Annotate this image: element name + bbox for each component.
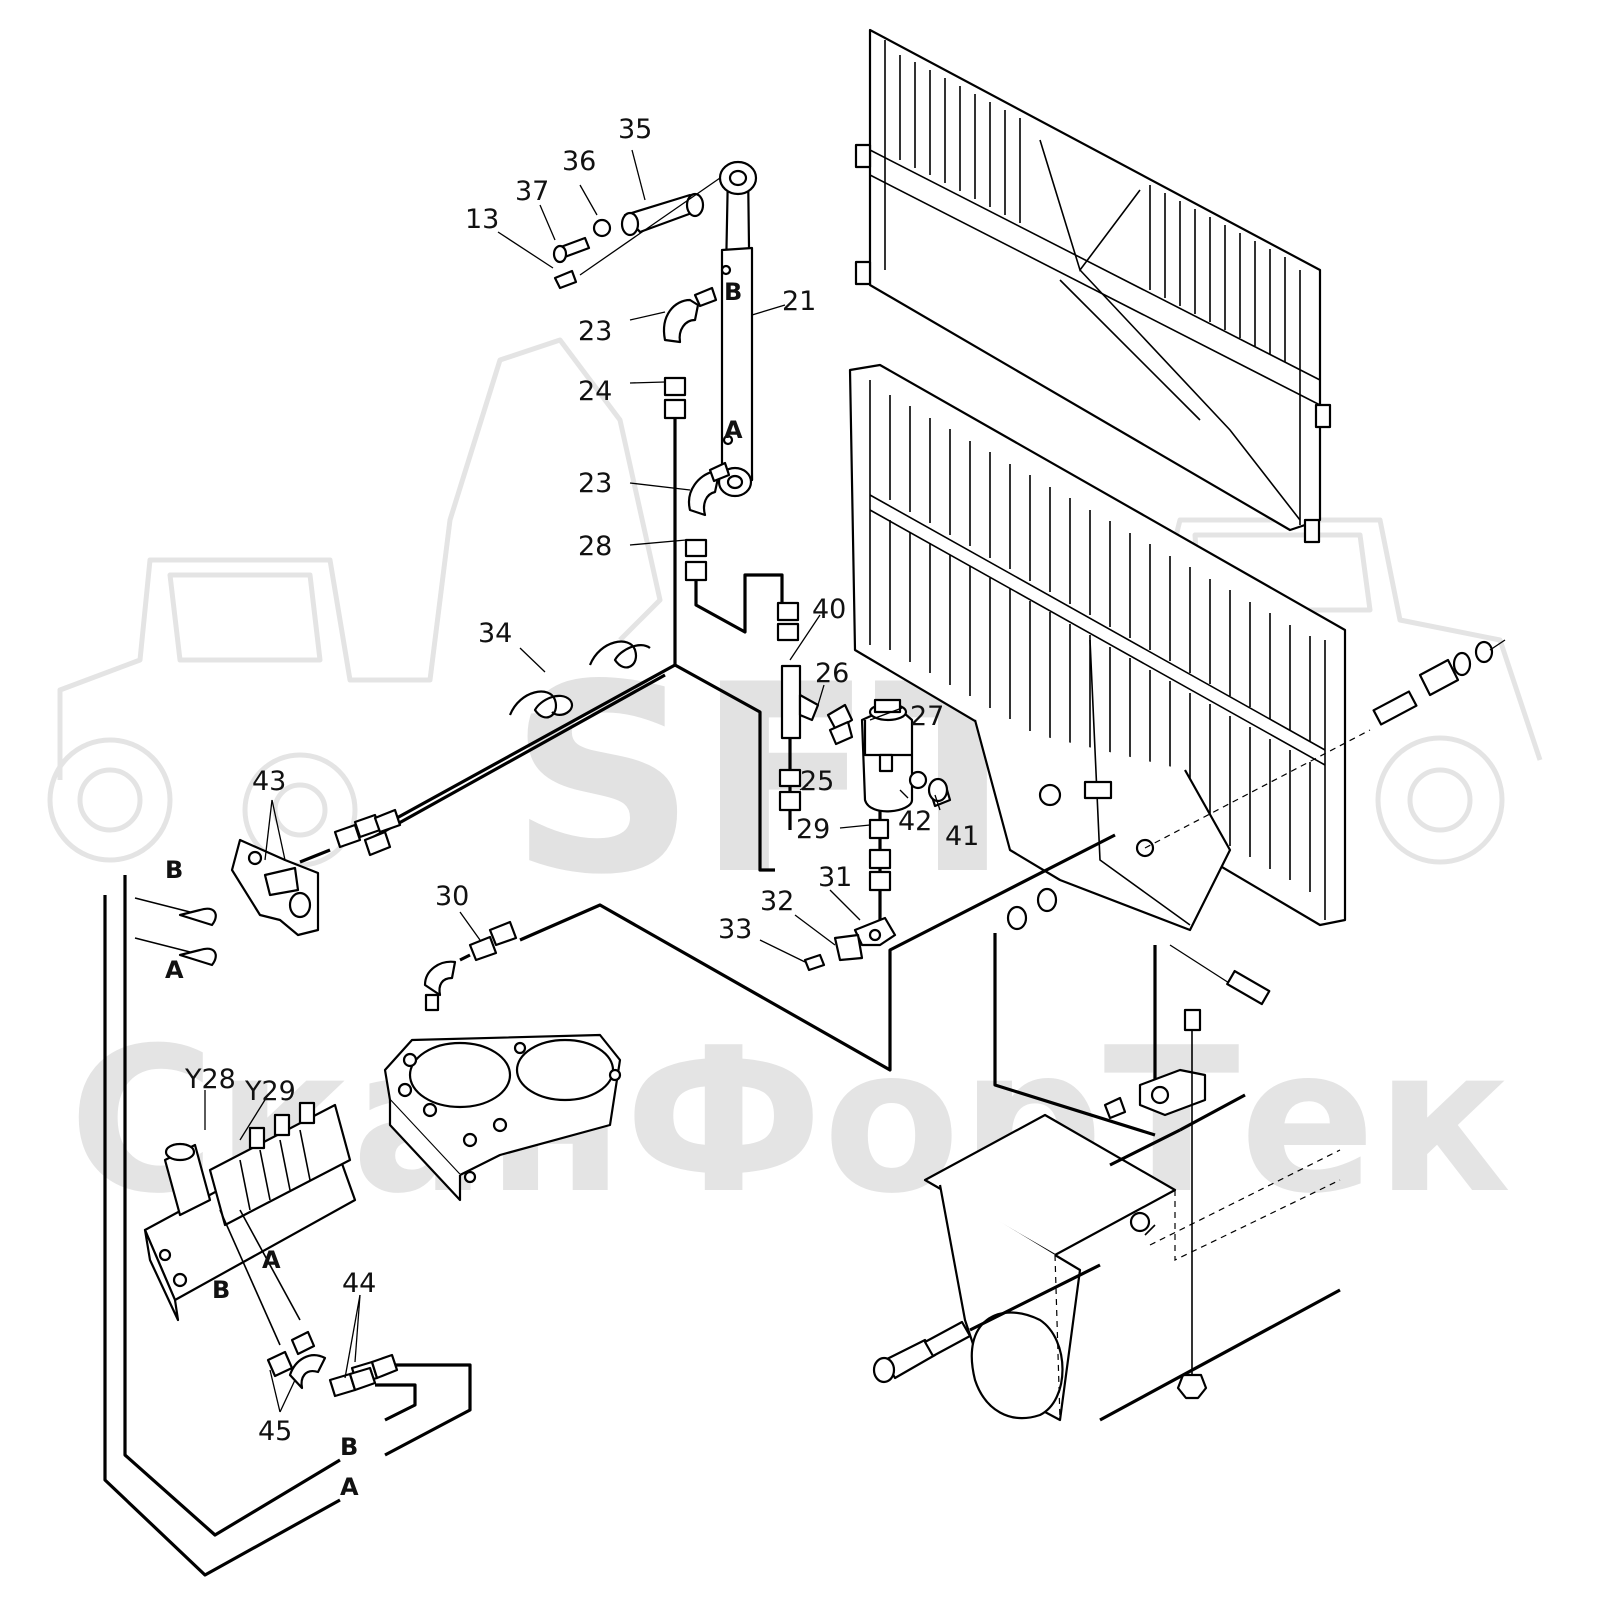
label-28: 28 bbox=[578, 531, 612, 562]
leader-lines bbox=[204, 149, 941, 1413]
label-26: 26 bbox=[815, 658, 849, 689]
pivot-axis-line bbox=[1144, 729, 1371, 849]
label-37: 37 bbox=[515, 176, 549, 207]
lower-grille-panel bbox=[848, 363, 1347, 932]
valve-outlet-fittings bbox=[266, 1330, 399, 1398]
label-30: 30 bbox=[435, 881, 469, 912]
lower-grille-slats bbox=[889, 395, 1311, 892]
solenoid-valve-block bbox=[143, 1101, 357, 1346]
label-34: 34 bbox=[478, 618, 512, 649]
hydraulic-lines bbox=[299, 418, 1116, 1072]
filter-assembly bbox=[860, 698, 952, 892]
port-bottom-b: B bbox=[340, 1433, 358, 1461]
label-36: 36 bbox=[562, 146, 596, 177]
part-labels: 13 37 36 35 21 23 24 23 28 40 34 26 27 2… bbox=[184, 114, 979, 1447]
housing-bolt bbox=[872, 1263, 1101, 1384]
port-valve-b: B bbox=[212, 1276, 230, 1304]
pivot-washers bbox=[1006, 887, 1271, 1006]
port-valve-a: A bbox=[262, 1246, 281, 1274]
label-25: 25 bbox=[800, 766, 834, 797]
label-33: 33 bbox=[718, 914, 752, 945]
lower-bracket-assembly bbox=[993, 933, 1246, 1400]
label-29: 29 bbox=[796, 814, 830, 845]
port-cylinder-b: B bbox=[724, 278, 742, 306]
label-35: 35 bbox=[618, 114, 652, 145]
left-hose-lines bbox=[103, 875, 472, 1577]
hose-clips bbox=[508, 640, 651, 719]
label-41: 41 bbox=[945, 821, 979, 852]
port-left-a: A bbox=[165, 956, 184, 984]
label-40: 40 bbox=[812, 594, 846, 625]
pivot-pin-hardware bbox=[1372, 639, 1506, 726]
upper-grille-slats bbox=[899, 55, 1286, 362]
pipe-clamp bbox=[803, 916, 897, 972]
port-bottom-a: A bbox=[340, 1473, 359, 1501]
label-43: 43 bbox=[252, 766, 286, 797]
label-27: 27 bbox=[910, 701, 944, 732]
valve-bracket bbox=[178, 838, 320, 967]
label-32: 32 bbox=[760, 886, 794, 917]
label-13: 13 bbox=[465, 204, 499, 235]
label-45: 45 bbox=[258, 1416, 292, 1447]
label-24: 24 bbox=[578, 376, 612, 407]
cylinder-pin-hardware bbox=[552, 177, 721, 290]
port-cylinder-a: A bbox=[724, 416, 743, 444]
label-42: 42 bbox=[898, 806, 932, 837]
label-y28: Y28 bbox=[184, 1064, 236, 1095]
cylinder-hose-fittings bbox=[662, 286, 731, 582]
port-left-b: B bbox=[165, 856, 183, 884]
label-23-lower: 23 bbox=[578, 468, 612, 499]
hydraulic-cylinder bbox=[717, 160, 758, 498]
bulkhead-fittings bbox=[333, 808, 402, 857]
engine-block bbox=[383, 920, 622, 1202]
label-31: 31 bbox=[818, 862, 852, 893]
tee-fitting-assembly bbox=[776, 601, 854, 812]
label-23-upper: 23 bbox=[578, 316, 612, 347]
label-21: 21 bbox=[782, 286, 816, 317]
label-44: 44 bbox=[342, 1268, 376, 1299]
port-labels: B A B A A B B A bbox=[165, 278, 743, 1501]
upper-grille-panel bbox=[854, 28, 1332, 544]
label-y29: Y29 bbox=[244, 1076, 296, 1107]
